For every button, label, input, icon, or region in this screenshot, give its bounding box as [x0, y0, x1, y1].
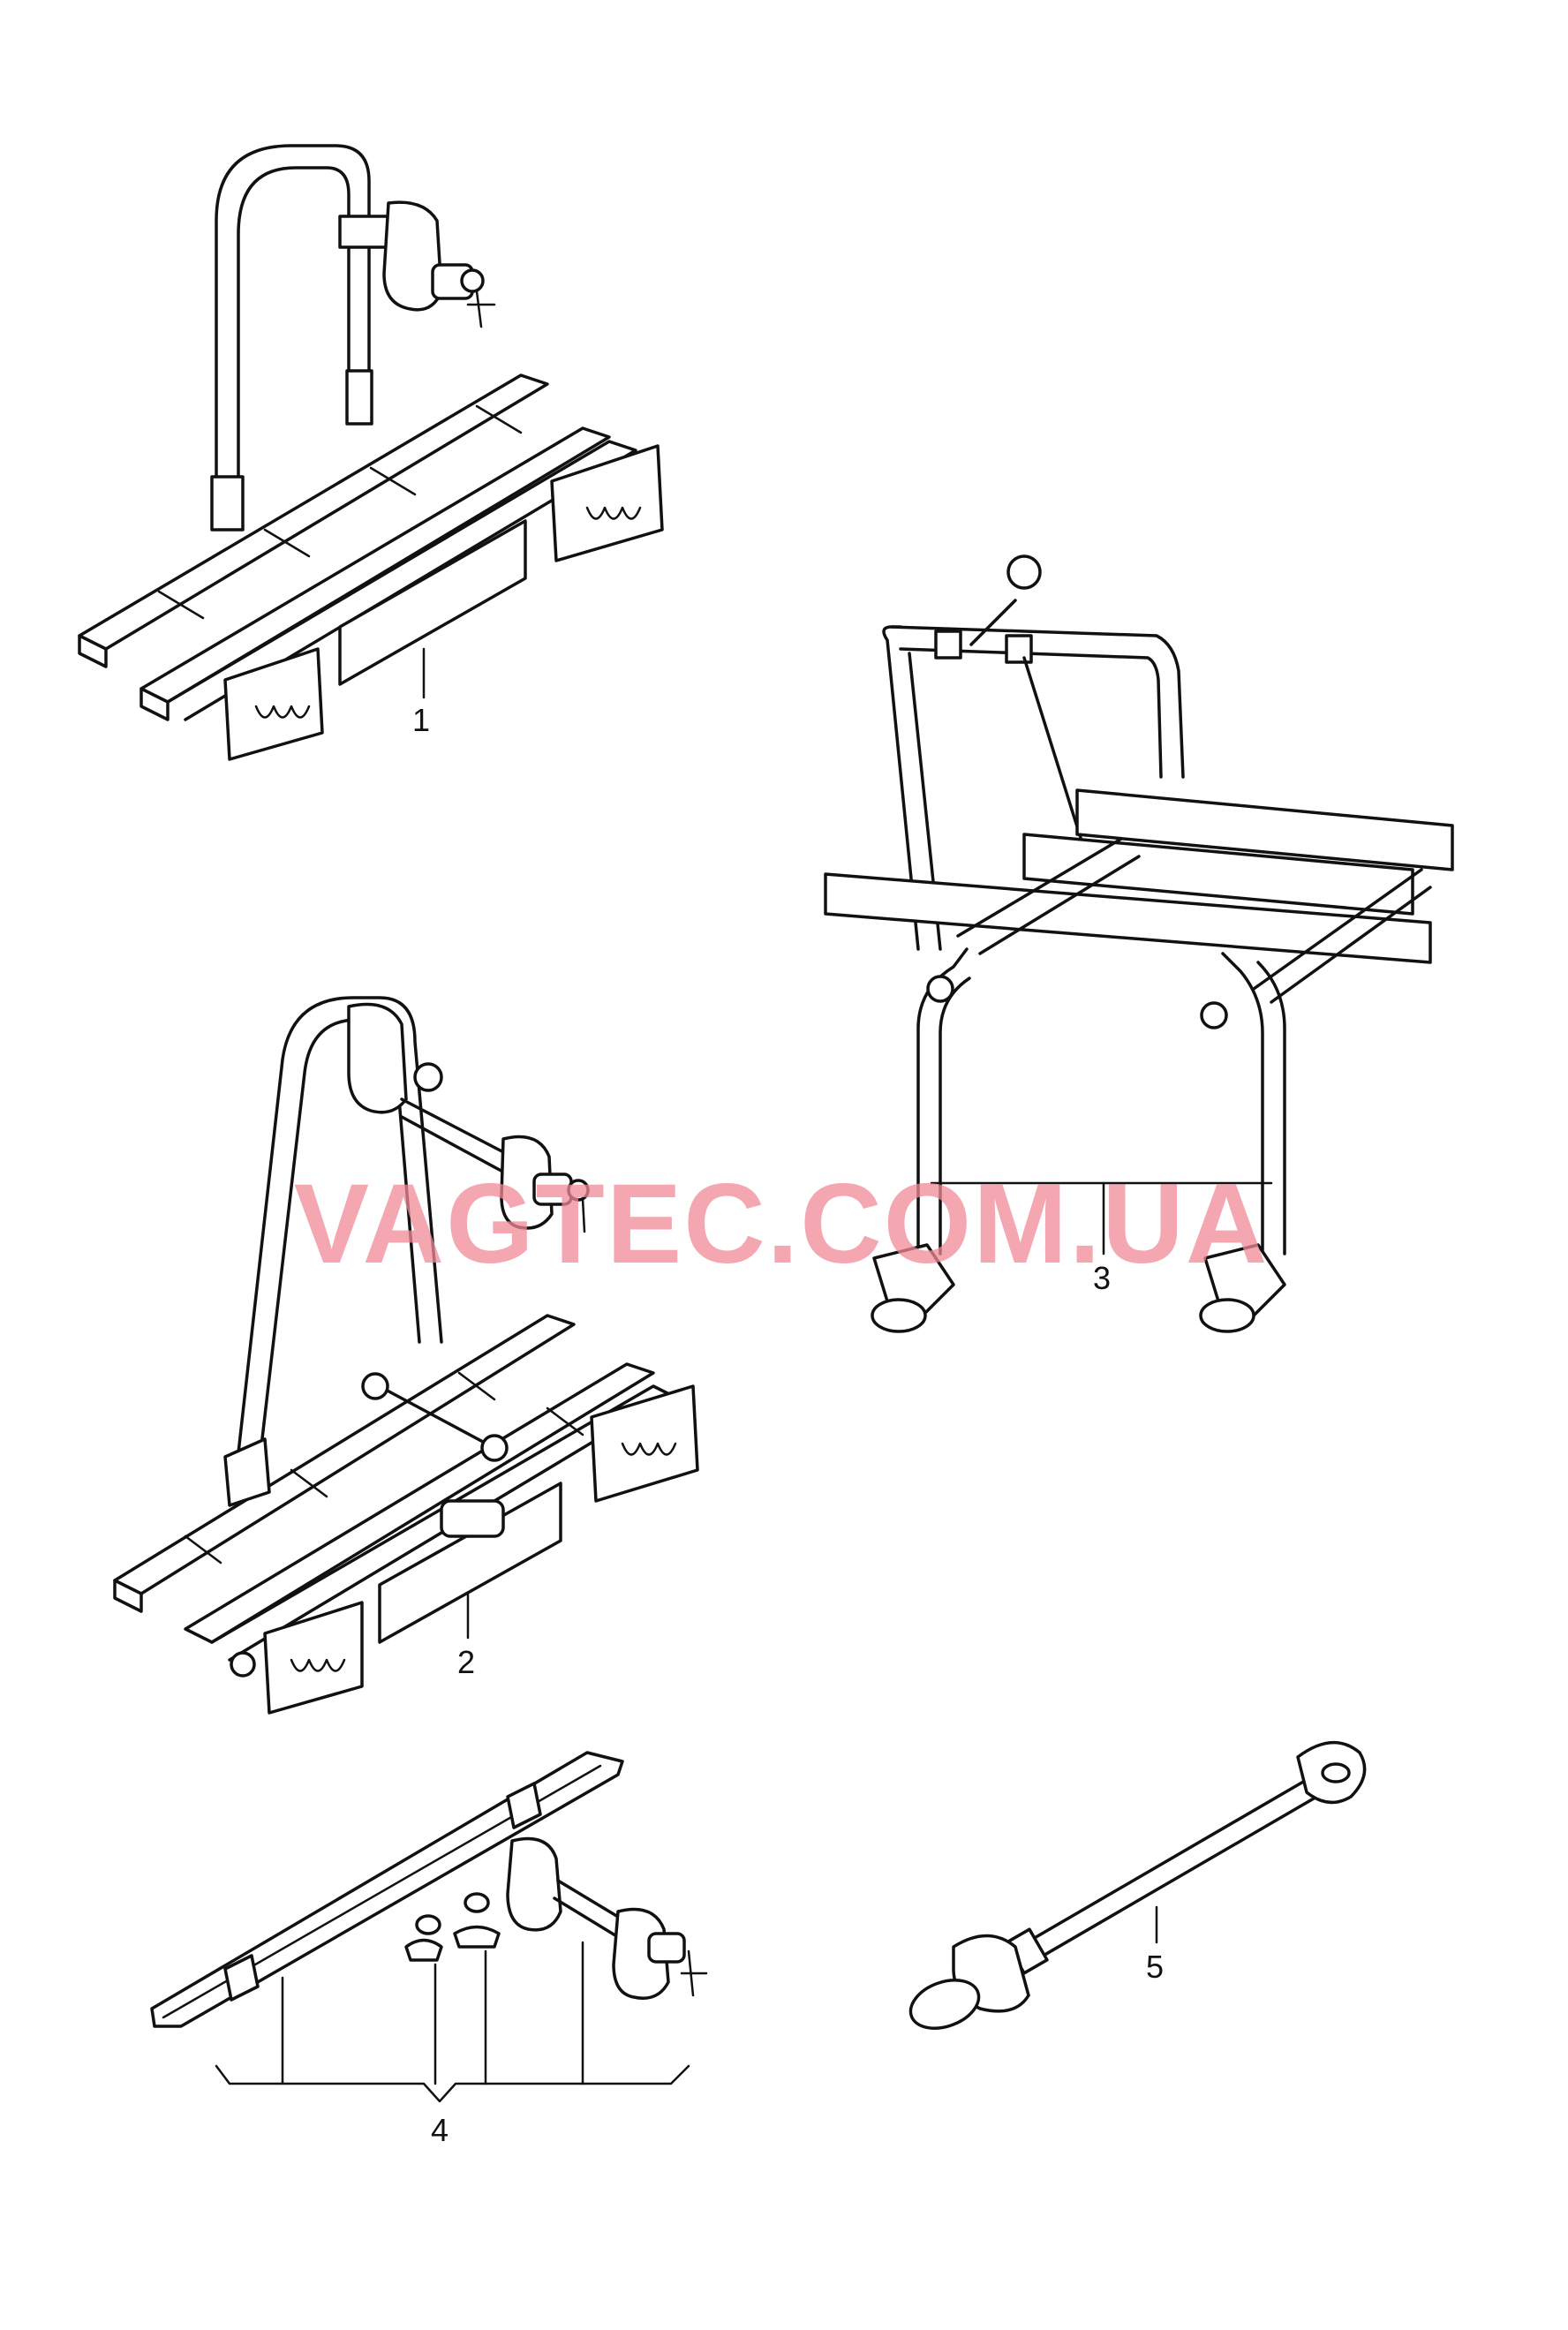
part-1-bike-carrier[interactable]: 1 — [78, 144, 664, 761]
callout-2: 2 — [457, 1644, 475, 1680]
callout-3: 3 — [1093, 1260, 1111, 1296]
callout-4: 4 — [431, 2112, 449, 2148]
watermark: VAGTEC.COM.UA — [294, 1161, 1270, 1287]
part-5-frame-holder[interactable]: 5 — [904, 1741, 1367, 2038]
callout-5: 5 — [1146, 1949, 1164, 1985]
part-2-bike-carrier-double[interactable]: 2 — [113, 996, 699, 1715]
part-4-rail-kit[interactable]: 4 — [150, 1751, 708, 2148]
part-3-carrier-frame[interactable]: 3 — [824, 554, 1454, 1333]
callout-1: 1 — [412, 702, 430, 738]
